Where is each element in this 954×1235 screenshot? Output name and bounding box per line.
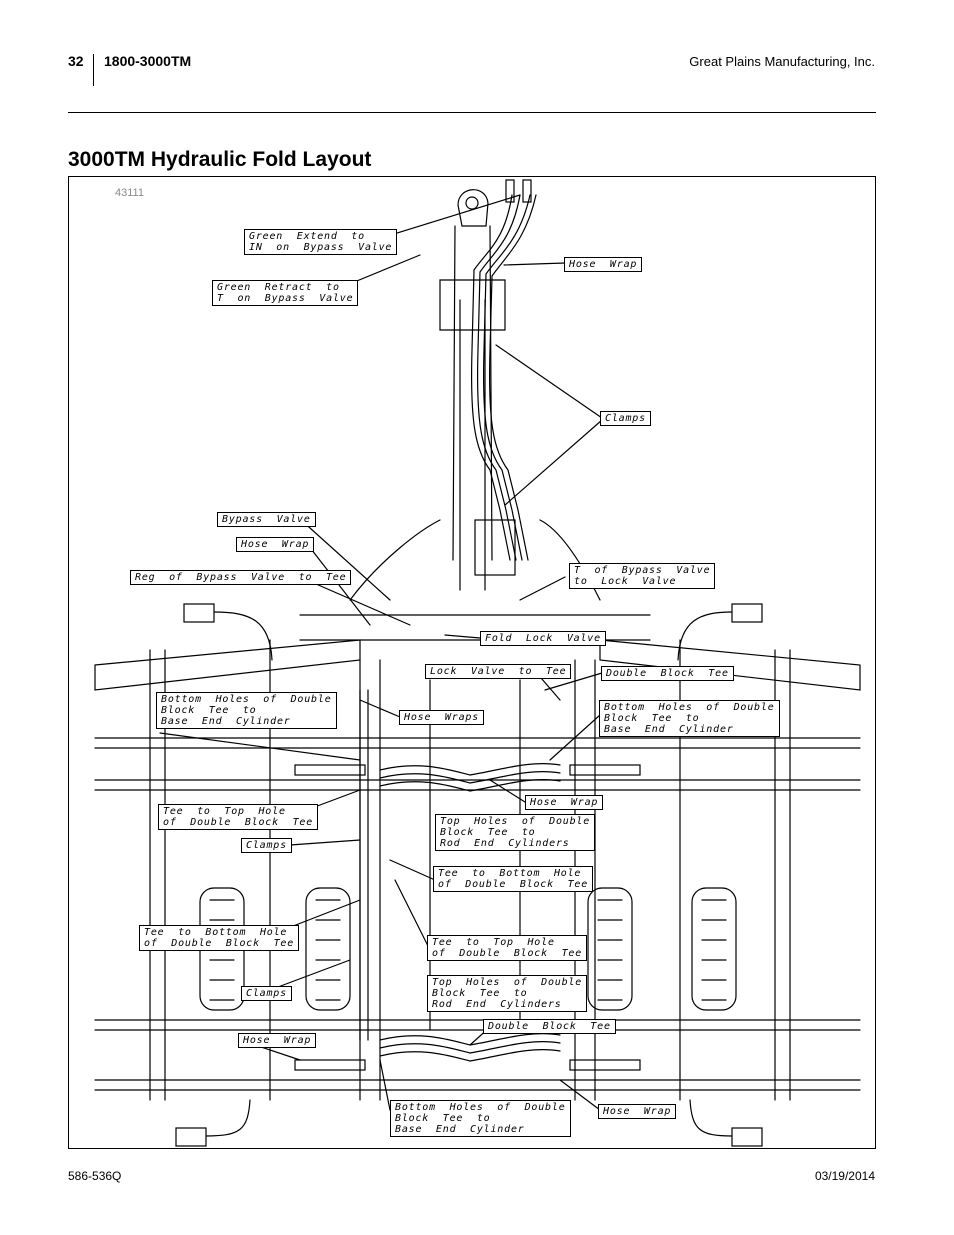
callout-hose-wrap-left-upper: Hose Wrap bbox=[236, 537, 315, 552]
callout-lock-valve-tee: Lock Valve to Tee bbox=[425, 664, 572, 679]
callout-double-block-tee-lower: Double Block Tee bbox=[483, 1019, 616, 1034]
callout-bottom-holes-left: Bottom Holes of Double Block Tee to Base… bbox=[156, 692, 337, 729]
figure-frame bbox=[68, 176, 876, 1149]
callout-green-retract: Green Retract to T on Bypass Valve bbox=[212, 280, 359, 306]
callout-double-block-tee-right: Double Block Tee bbox=[601, 666, 734, 681]
callout-hose-wrap-top: Hose Wrap bbox=[564, 257, 643, 272]
callout-bypass-valve: Bypass Valve bbox=[217, 512, 316, 527]
callout-bottom-holes-bottom: Bottom Holes of Double Block Tee to Base… bbox=[390, 1100, 571, 1137]
callout-clamps-left-upper: Clamps bbox=[241, 838, 292, 853]
callout-hose-wrap-left-lower: Hose Wrap bbox=[238, 1033, 317, 1048]
doc-date: 03/19/2014 bbox=[814, 1169, 875, 1183]
header-divider bbox=[93, 54, 94, 86]
header-rule bbox=[68, 112, 876, 113]
callout-tee-top-hole-left: Tee to Top Hole of Double Block Tee bbox=[158, 804, 319, 830]
callout-clamps-left-lower: Clamps bbox=[241, 986, 292, 1001]
callout-green-extend: Green Extend to IN on Bypass Valve bbox=[244, 229, 398, 255]
callout-hose-wrap-right-lower: Hose Wrap bbox=[598, 1104, 677, 1119]
page-number: 32 bbox=[68, 53, 84, 69]
callout-clamps-top: Clamps bbox=[600, 411, 651, 426]
callout-bottom-holes-right: Bottom Holes of Double Block Tee to Base… bbox=[599, 700, 780, 737]
page-title: 3000TM Hydraulic Fold Layout bbox=[68, 148, 372, 171]
callout-reg-bypass: Reg of Bypass Valve to Tee bbox=[130, 570, 352, 585]
company-name: Great Plains Manufacturing, Inc. bbox=[689, 54, 875, 69]
callout-fold-lock-valve: Fold Lock Valve bbox=[480, 631, 606, 646]
callout-tee-bottom-hole-center: Tee to Bottom Hole of Double Block Tee bbox=[433, 866, 594, 892]
figure-id: 43111 bbox=[115, 187, 144, 199]
model-name: 1800-3000TM bbox=[104, 53, 192, 69]
callout-tee-bottom-hole-left: Tee to Bottom Hole of Double Block Tee bbox=[139, 925, 300, 951]
callout-hose-wrap-center: Hose Wrap bbox=[525, 795, 604, 810]
callout-hose-wraps-center: Hose Wraps bbox=[399, 710, 485, 725]
callout-top-holes-lower: Top Holes of Double Block Tee to Rod End… bbox=[427, 975, 588, 1012]
callout-tee-top-hole-center: Tee to Top Hole of Double Block Tee bbox=[427, 935, 588, 961]
callout-t-bypass: T of Bypass Valve to Lock Valve bbox=[569, 563, 716, 589]
callout-top-holes-center: Top Holes of Double Block Tee to Rod End… bbox=[435, 814, 596, 851]
doc-number: 586-536Q bbox=[68, 1169, 122, 1183]
